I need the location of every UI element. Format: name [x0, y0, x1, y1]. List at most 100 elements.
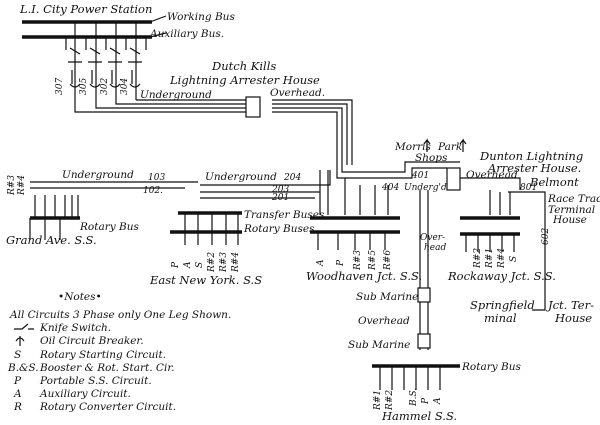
wood-p: P — [336, 259, 346, 267]
wood-r6: R#6 — [383, 250, 393, 271]
rockaway-feeds — [489, 190, 511, 215]
grand-ave-label: Grand Ave. S.S. — [6, 233, 97, 247]
eny-s: S — [195, 262, 205, 268]
dunton-title: Dunton Lightning — [479, 149, 583, 163]
note-rotary-starting: Rotary Starting Circuit. — [39, 349, 166, 361]
grand-ave-drops — [29, 218, 61, 240]
dutch-kills-title: Dutch Kills — [211, 59, 276, 73]
eny-p: P — [171, 261, 181, 269]
auxiliary-bus-label: Auxiliary Bus. — [149, 28, 224, 40]
hammel-drops — [379, 366, 441, 390]
symbol-bs: B.&S. — [7, 362, 39, 374]
overhead-main-label: Overhead. — [270, 87, 325, 99]
dutch-kills-subtitle: Lightning Arrester House — [169, 73, 320, 87]
hammel-p: P — [421, 397, 431, 405]
eny-feed — [200, 170, 331, 199]
morris-feed — [336, 161, 460, 179]
eny-r3: R#3 — [219, 252, 229, 273]
hammel-bs: B.S. — [409, 388, 419, 407]
circuit-203: 203 — [271, 185, 289, 195]
transfer-buses-label: Transfer Buses — [244, 209, 325, 221]
park-arrow — [459, 138, 467, 152]
rock-s: S — [509, 256, 519, 262]
symbol-r: R — [13, 401, 22, 413]
symbol-p: P — [13, 375, 22, 387]
grand-ave-feed — [30, 181, 198, 189]
station-feeders — [65, 22, 353, 165]
terminal-label: Terminal — [548, 204, 595, 216]
wood-a: A — [316, 259, 326, 267]
underg-label: Underg'd — [404, 183, 447, 193]
oil-breaker-symbol — [15, 336, 25, 346]
note-knife-switch: Knife Switch. — [39, 322, 111, 334]
working-bus-leader — [149, 15, 167, 23]
woodhaven-feeds — [319, 170, 389, 215]
eny-a: A — [183, 261, 193, 269]
grand-ave-circuits — [34, 195, 79, 218]
hammel-label: Hammel S.S. — [381, 409, 457, 423]
wood-r3: R#3 — [353, 250, 363, 271]
auxiliary-bus-leader — [149, 32, 167, 38]
feeder-302: 302 — [100, 78, 110, 95]
note-portable: Portable S.S. Circuit. — [39, 375, 152, 387]
circuit-401: 401 — [411, 171, 429, 181]
house-springfield-label: House — [554, 311, 592, 325]
symbol-s: S — [14, 349, 21, 361]
underground-103-label: Underground — [62, 169, 134, 181]
hammel-r2: R#2 — [385, 390, 395, 411]
knife-switch-symbol — [14, 323, 34, 330]
shops-label: Shops — [415, 152, 448, 164]
circuit-103: 103 — [148, 173, 165, 183]
hammel-r1: R#1 — [373, 390, 383, 411]
rockaway-label: Rockaway Jct. S.S. — [447, 269, 556, 283]
jct-ter-label: Jct. Ter- — [546, 298, 594, 312]
station-title: L.I. City Power Station — [19, 2, 152, 16]
circuit-102: 102. — [143, 186, 163, 196]
notes-title: •Notes• — [58, 291, 102, 303]
symbol-a: A — [13, 388, 22, 400]
grand-r4: R#4 — [17, 175, 27, 196]
woodhaven-drops — [317, 232, 386, 250]
dunton-arrester-box — [446, 167, 461, 191]
sub-marine-1: Sub Marine — [356, 291, 418, 303]
underground-204-label: Underground — [205, 171, 277, 183]
park-label: Park — [437, 141, 462, 153]
springfield-feed — [532, 300, 546, 311]
eny-r4: R#4 — [231, 252, 241, 273]
underground-main-label: Underground — [140, 89, 212, 101]
grand-r3: R#3 — [7, 175, 17, 196]
circuit-801: 801 — [520, 183, 537, 193]
rockaway-drops — [465, 234, 515, 252]
note-all-circuits: All Circuits 3 Phase only One Leg Shown. — [9, 309, 231, 321]
circuit-602: 602 — [541, 228, 551, 245]
feeder-304: 304 — [120, 78, 130, 95]
wood-r5: R#5 — [368, 250, 378, 271]
working-bus-label: Working Bus — [167, 11, 235, 23]
race-track-label: Race Track — [547, 193, 600, 205]
rock-r1: R#1 — [485, 248, 495, 269]
circuit-404: 404 — [381, 183, 399, 193]
over-head-2: head — [424, 243, 446, 253]
eny-circuits — [184, 213, 239, 245]
over-head-1: Over- — [420, 233, 445, 243]
overhead-small: Overhead — [466, 169, 518, 181]
belmont-feed — [508, 191, 546, 300]
minal-label: minal — [484, 311, 517, 325]
rotary-bus-left-label: Rotary Bus — [79, 221, 139, 233]
note-oil-breaker: Oil Circuit Breaker. — [40, 335, 144, 347]
hammel-a: A — [433, 397, 443, 405]
woodhaven-label: Woodhaven Jct. S.S. — [306, 269, 422, 283]
hammel-trunk — [419, 190, 429, 350]
note-auxiliary: Auxiliary Circuit. — [39, 388, 131, 400]
rock-r4: R#4 — [497, 248, 507, 269]
notes-legend: •Notes• All Circuits 3 Phase only One Le… — [7, 291, 231, 413]
note-booster: Booster & Rot. Start. Cir. — [39, 362, 175, 374]
circuit-201: 201 — [271, 193, 289, 203]
rotary-buses-label: Rotary Buses — [243, 223, 315, 235]
house-belmont-label: House — [552, 214, 587, 226]
hammel-box-2 — [417, 333, 431, 349]
dutch-kills-arrester-box — [245, 96, 261, 118]
hammel-box-1 — [417, 287, 431, 303]
